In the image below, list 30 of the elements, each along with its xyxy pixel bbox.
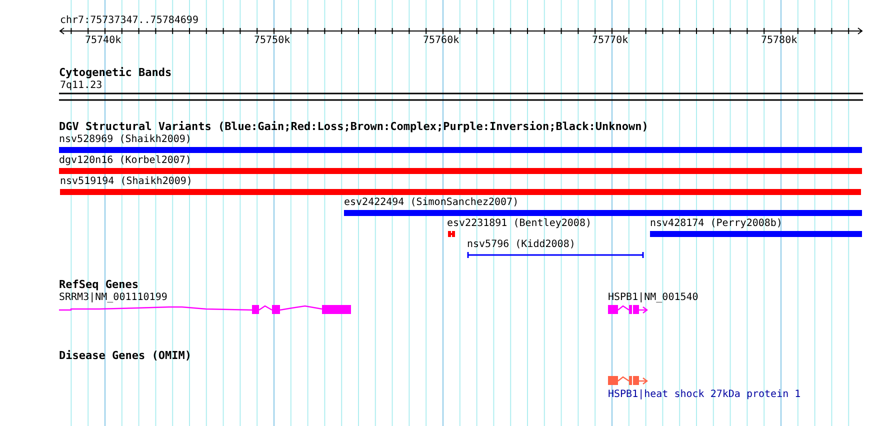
tick-label: 75780k — [761, 35, 798, 47]
feature-label: HSPB1|NM_001540 — [608, 292, 698, 304]
tick-label: 75740k — [85, 35, 122, 47]
feature-label: esv2231891 (Bentley2008) — [447, 218, 592, 230]
genomic-feature — [344, 197, 862, 217]
track-title: Disease Genes (OMIM) — [59, 350, 192, 362]
genomic-feature — [59, 155, 862, 175]
feature-label: nsv5796 (Kidd2008) — [467, 239, 576, 251]
genomic-feature — [60, 176, 861, 196]
genomic-feature — [608, 292, 698, 315]
feature-label: esv2422494 (SimonSanchez2007) — [344, 197, 519, 209]
genomic-feature — [608, 375, 801, 401]
tick-label: 75750k — [254, 35, 290, 47]
track-title: Cytogenetic Bands — [59, 67, 172, 79]
tick-label: 75760k — [423, 35, 460, 47]
genomic-feature — [59, 292, 352, 315]
genomic-feature — [59, 134, 862, 154]
genomic-feature — [447, 218, 592, 238]
feature-label: dgv120n16 (Korbel2007) — [59, 155, 192, 167]
feature-label: nsv528969 (Shaikh2009) — [59, 134, 192, 146]
genomic-feature — [467, 239, 644, 259]
genomic-feature — [650, 218, 862, 238]
feature-label: nsv428174 (Perry2008b) — [650, 218, 782, 230]
track-title: DGV Structural Variants (Blue:Gain;Red:Loss;Brown:Complex;Purple:Inversion;Black:Unknown) — [59, 121, 648, 133]
track-label: chr7:75737347..75784699 — [60, 15, 198, 27]
feature-label: HSPB1|heat shock 27kDa protein 1 — [608, 389, 801, 401]
track-label: 7q11.23 — [60, 80, 102, 92]
feature-label: SRRM3|NM_001110199 — [59, 292, 168, 304]
feature-label: nsv519194 (Shaikh2009) — [60, 176, 192, 188]
tick-label: 75770k — [592, 35, 628, 47]
